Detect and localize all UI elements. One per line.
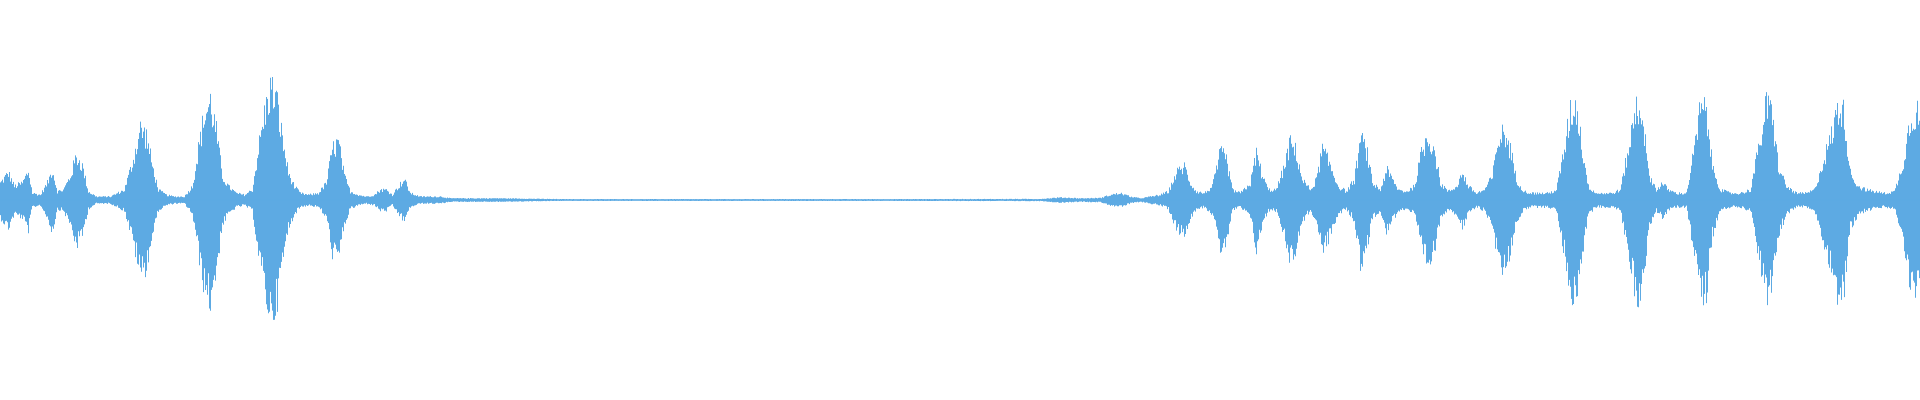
waveform-samples	[0, 77, 1920, 320]
